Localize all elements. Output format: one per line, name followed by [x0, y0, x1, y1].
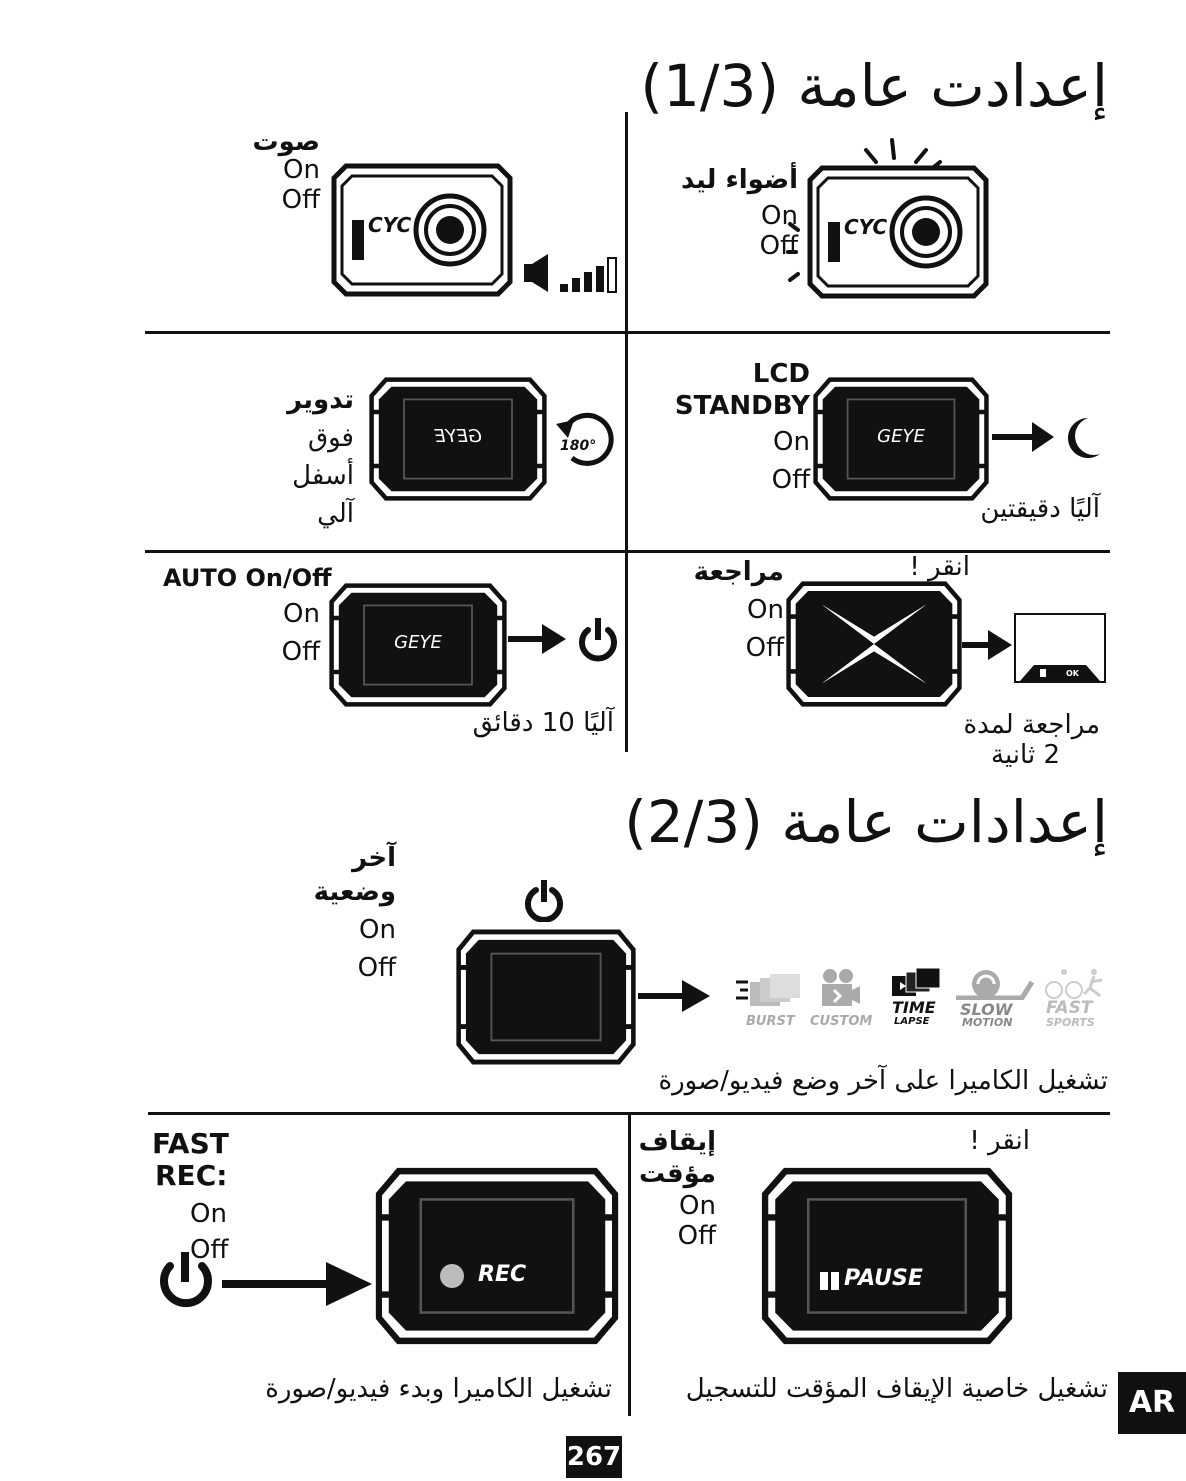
fastrec-screen-text: REC [478, 1262, 527, 1287]
fastrec-note: تشغيل الكاميرا وبدء فيديو/صورة [265, 1374, 612, 1404]
rotate-auto: آلي [317, 499, 354, 529]
page-number: 267 [566, 1436, 622, 1478]
review-note-line1: مراجعة لمدة [963, 710, 1100, 740]
review-note-line2: 2 ثانية [991, 740, 1060, 770]
led-title: أضواء ليد [681, 165, 798, 195]
arrow-to-modes [638, 980, 710, 1012]
sound-title: صوت [252, 127, 320, 157]
mode-timelapse-label1: TIME [892, 998, 936, 1017]
review-ok: OK [1066, 669, 1079, 678]
auto-onoff-on: On [283, 599, 320, 629]
arrow-to-power [508, 618, 617, 662]
camera-back-fastrec: REC [374, 1166, 620, 1346]
rotate-screen-text: GEYE [434, 426, 482, 447]
mode-icons-row: BURST CUSTOM TIME LAPSE SLOW MOTION FAST… [736, 968, 1116, 1034]
sports-icon [1045, 969, 1103, 999]
mode-slow-label1: SLOW [960, 1000, 1013, 1019]
rotate-180-icon [556, 412, 614, 466]
power-icon [525, 880, 563, 922]
fastrec-title-line1: FAST [152, 1127, 229, 1160]
mode-timelapse-label2: LAPSE [894, 1016, 930, 1027]
sound-on: On [283, 155, 320, 185]
volume-icon [524, 254, 617, 293]
pause-title-line2: مؤقت [639, 1159, 716, 1189]
pause-on: On [679, 1191, 716, 1221]
camera-back-rotate: GEYE [368, 376, 548, 502]
grid-divider-vertical-2 [628, 1114, 631, 1416]
mode-slow-label2: MOTION [962, 1016, 1013, 1029]
mode-burst-label: BURST [746, 1014, 795, 1029]
power-arrow-fastrec [160, 1252, 372, 1308]
camera-back-lcd: GEYE [812, 376, 990, 502]
timelapse-icon [892, 968, 940, 996]
camera-back-last-mode [455, 928, 637, 1066]
review-title: مراجعة [693, 557, 784, 587]
last-mode-title-line2: وضعية [313, 877, 396, 907]
auto-onoff-note: آليًا 10 دقائق [472, 708, 614, 738]
lcd-off: Off [771, 465, 810, 495]
last-mode-on: On [359, 915, 396, 945]
pause-note: تشغيل خاصية الإيقاف المؤقت للتسجيل [685, 1374, 1108, 1404]
section2-title: إعدادات عامة (2/3) [624, 788, 1108, 856]
custom-icon [822, 969, 860, 1006]
review-off: Off [745, 633, 784, 663]
power-icon [579, 627, 617, 662]
arrow-to-moon [992, 418, 1100, 458]
grid-divider-row2 [145, 550, 1110, 553]
pause-screen-text: PAUSE [844, 1266, 923, 1291]
language-tab: AR [1118, 1372, 1186, 1434]
lcd-screen-text: GEYE [877, 426, 925, 447]
sound-off: Off [281, 185, 320, 215]
fastrec-off: Off [190, 1235, 229, 1265]
camera-back-auto: GEYE [328, 582, 508, 708]
auto-onoff-off: Off [281, 637, 320, 667]
review-tap: انقر ! [909, 552, 970, 582]
snail-icon [956, 970, 1035, 1000]
grid-divider-row3 [148, 1112, 1110, 1115]
lcd-note: آليًا دقيقتين [980, 494, 1100, 524]
lcd-title-line1: LCD [752, 359, 810, 389]
mode-fast-label1: FAST [1046, 998, 1093, 1018]
mode-fast-label2: SPORTS [1046, 1016, 1095, 1029]
rotate-title: تدوير [287, 385, 354, 415]
section1-title: إعدادت عامة (1/3) [640, 52, 1108, 120]
camera-back-pause: PAUSE [760, 1166, 1014, 1346]
rotate-up: فوق [307, 423, 354, 453]
lcd-title-line2: STANDBY [674, 391, 810, 421]
pause-tap: انقر ! [969, 1126, 1030, 1156]
led-off: Off [759, 231, 798, 261]
review-on: On [747, 595, 784, 625]
last-mode-title-line1: آخر [352, 843, 396, 873]
grid-divider-row1 [145, 331, 1110, 334]
mode-custom-label: CUSTOM [810, 1014, 873, 1029]
pause-icon [820, 1272, 828, 1290]
burst-icon [736, 974, 800, 1006]
auto-screen-text: GEYE [394, 632, 442, 653]
camera-back-review [785, 580, 963, 708]
moon-icon [1068, 418, 1100, 458]
arrow-to-preview [962, 630, 1012, 660]
pause-title-line1: إيقاف [638, 1127, 716, 1157]
last-mode-note: تشغيل الكاميرا على آخر وضع فيديو/صورة [658, 1066, 1108, 1096]
rotate-angle: 180° [560, 438, 597, 454]
svg-text:CYC: CYC [368, 213, 411, 237]
auto-onoff-title: AUTO On/Off [163, 564, 332, 592]
last-mode-off: Off [357, 953, 396, 983]
camera-front-led: CYC [786, 138, 989, 299]
rotate-down: أسفل [292, 461, 354, 491]
camera-front-sound: CYC [331, 163, 513, 297]
grid-divider-vertical [625, 112, 628, 752]
svg-text:CYC: CYC [844, 215, 887, 239]
lcd-on: On [773, 427, 810, 457]
fastrec-on: On [190, 1199, 227, 1229]
review-preview-screen: OK [1014, 613, 1106, 683]
lock-icon [1040, 669, 1046, 677]
record-dot-icon [440, 1264, 464, 1288]
pause-off: Off [677, 1221, 716, 1251]
fastrec-title-line2: REC: [155, 1159, 228, 1192]
